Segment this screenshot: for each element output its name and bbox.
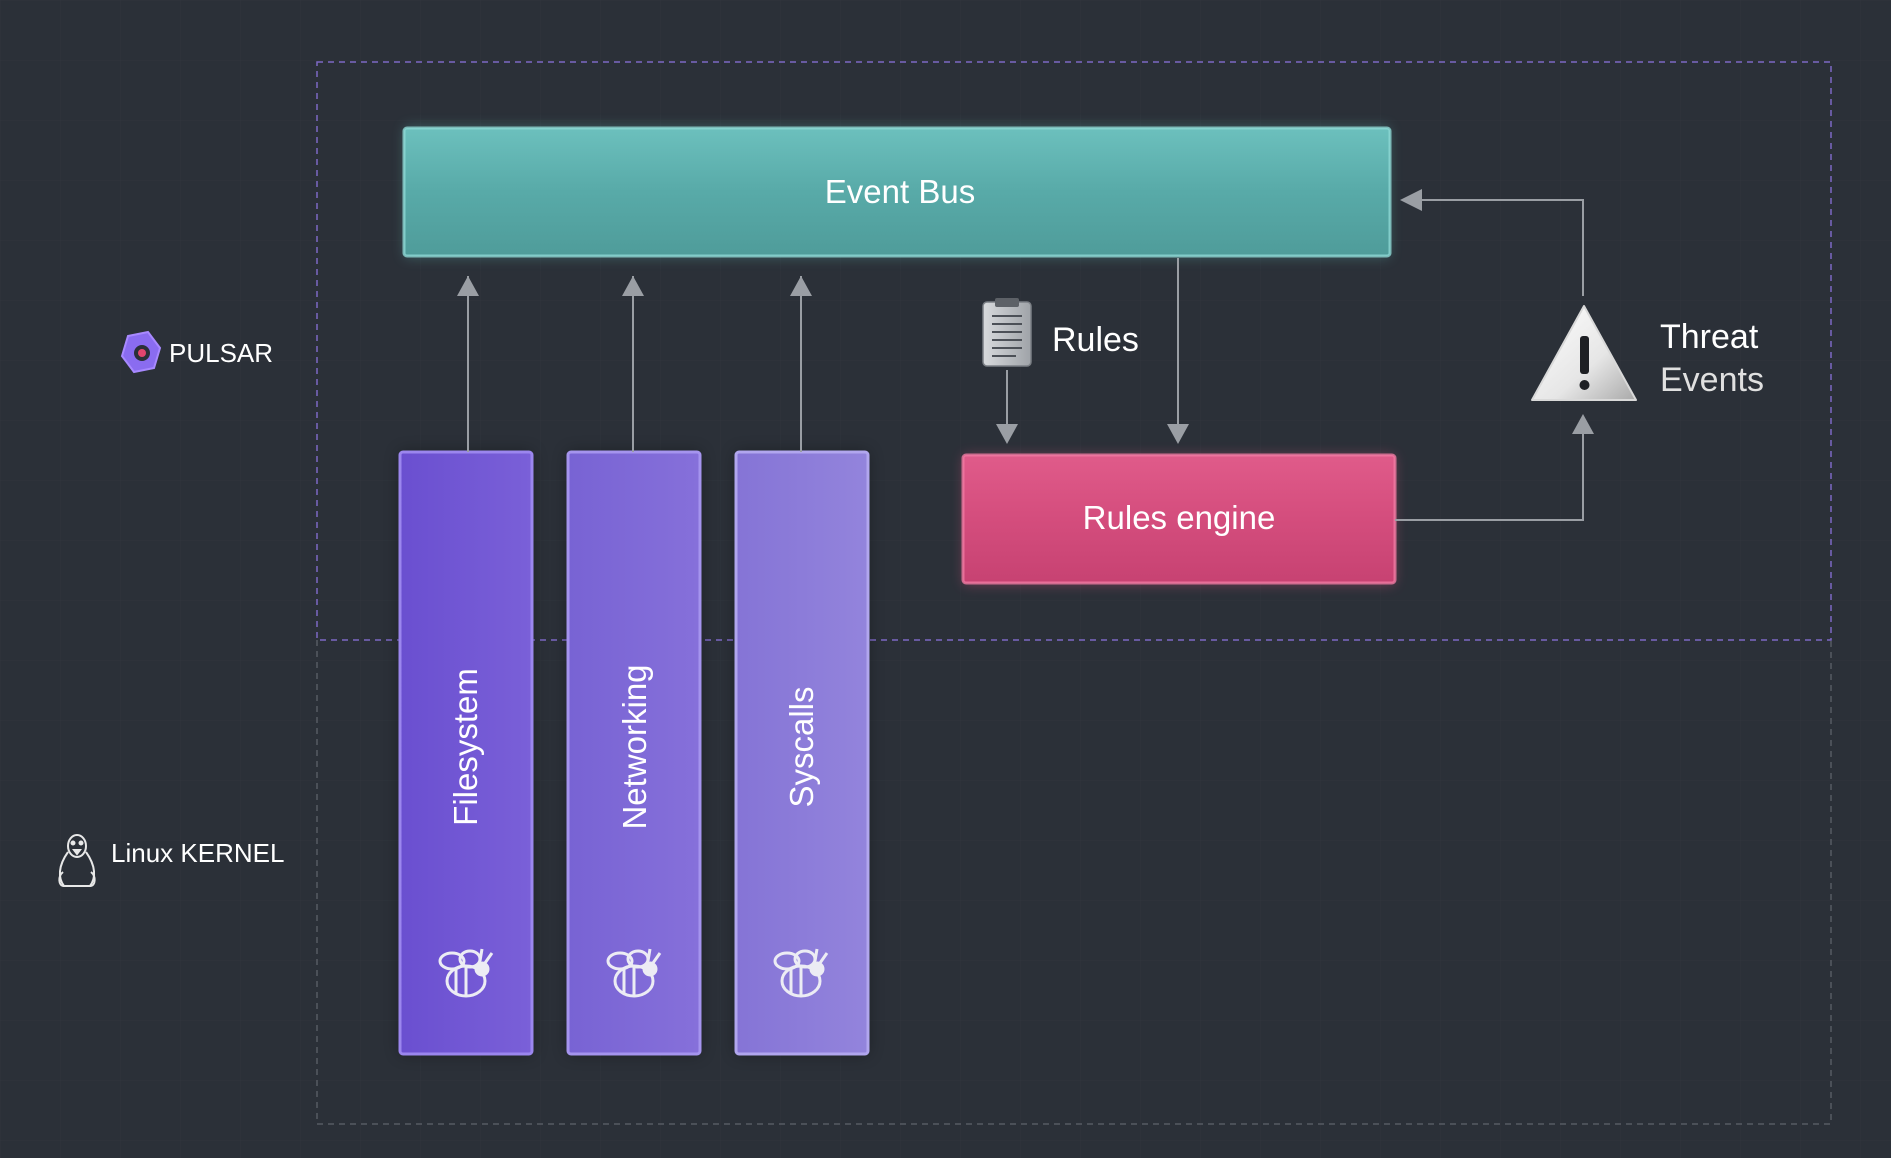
rules-engine-node: Rules engine: [961, 453, 1397, 585]
probe-syscalls: Syscalls: [734, 450, 870, 1056]
kernel-layer-label: Linux KERNEL: [111, 838, 284, 868]
event-bus-label: Event Bus: [825, 173, 975, 210]
rules-to-engine-arrow: [996, 370, 1018, 444]
kernel-layer-boundary: [316, 640, 1832, 1125]
bee-icon: [773, 948, 829, 998]
probe-filesystem: Filesystem: [398, 450, 534, 1056]
pulsar-logo-icon: [120, 330, 162, 374]
bus-to-engine-arrow: [1167, 258, 1189, 444]
warning-triangle-icon: [1531, 305, 1637, 401]
clipboard-icon: [982, 298, 1032, 367]
event-bus-node: Event Bus: [402, 126, 1392, 258]
probe-networking: Networking: [566, 450, 702, 1056]
events-label: Events: [1660, 361, 1764, 399]
rules-engine-label: Rules engine: [1083, 499, 1276, 536]
probe-to-bus-arrows: [457, 276, 812, 452]
threat-label: Threat: [1660, 318, 1759, 356]
pulsar-layer-boundary: [316, 61, 1832, 641]
tux-penguin-icon: [58, 834, 96, 887]
engine-to-threat-arrow: [1395, 414, 1594, 521]
probe-label: Syscalls: [783, 686, 820, 807]
bee-icon: [438, 948, 494, 998]
rules-label: Rules: [1052, 321, 1139, 359]
probe-label: Networking: [616, 664, 653, 829]
pulsar-layer-label: PULSAR: [169, 338, 273, 368]
probe-label: Filesystem: [447, 668, 484, 826]
threat-to-bus-arrow: [1400, 189, 1584, 296]
bee-icon: [606, 948, 662, 998]
